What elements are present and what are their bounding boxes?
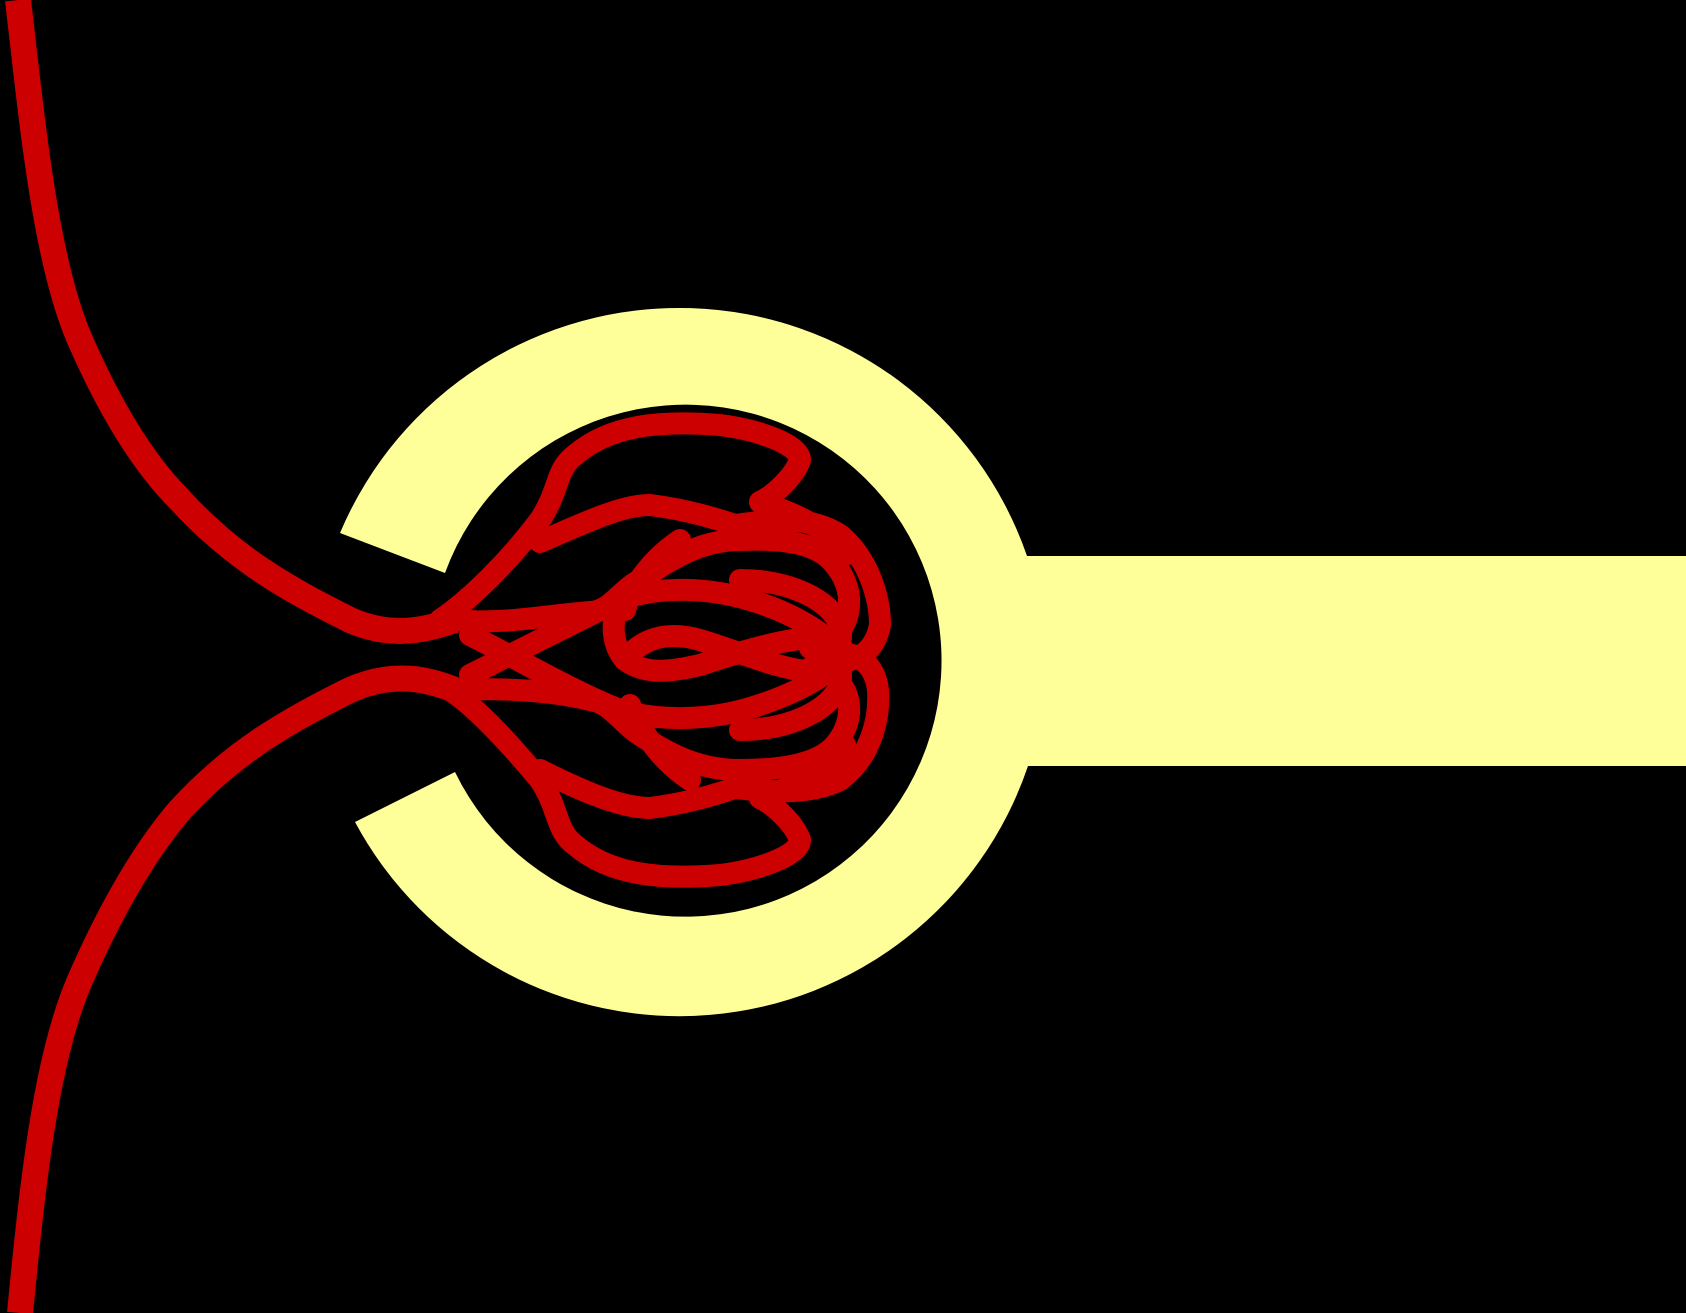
efferent-arteriole bbox=[20, 678, 455, 1313]
proximal-tubule bbox=[1028, 556, 1686, 766]
glomerular-capillary-tuft bbox=[440, 423, 880, 876]
